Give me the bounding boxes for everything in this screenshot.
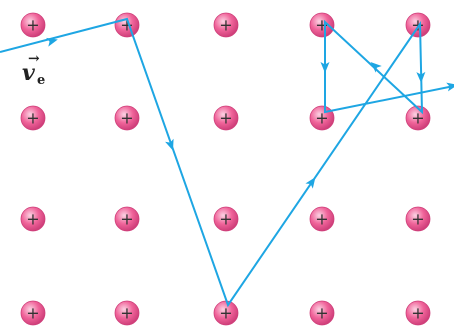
ion-plus-sign: +: [315, 304, 328, 323]
ion-plus-sign: +: [219, 210, 232, 229]
velocity-subscript: e: [37, 73, 45, 88]
positive-ion-icon: +: [406, 207, 430, 231]
electron-path: [0, 19, 454, 305]
ion-plus-sign: +: [219, 304, 232, 323]
positive-ion-icon: +: [21, 207, 45, 231]
electron-trajectory-line: [0, 19, 454, 305]
positive-ion-icon: +: [406, 301, 430, 325]
ion-lattice: ++++++++++++++++++++: [21, 13, 430, 325]
positive-ion-icon: +: [310, 207, 334, 231]
positive-ion-icon: +: [214, 106, 238, 130]
arrowhead-icon: [165, 139, 177, 152]
ion-plus-sign: +: [219, 16, 232, 35]
direction-arrows: [46, 35, 454, 189]
positive-ion-icon: +: [214, 301, 238, 325]
ion-plus-sign: +: [26, 16, 39, 35]
positive-ion-icon: +: [310, 13, 334, 37]
positive-ion-icon: +: [214, 207, 238, 231]
ion-plus-sign: +: [120, 109, 133, 128]
arrowhead-icon: [368, 59, 382, 73]
ion-plus-sign: +: [120, 210, 133, 229]
arrowhead-icon: [446, 80, 454, 91]
positive-ion-icon: +: [115, 207, 139, 231]
velocity-symbol: v: [22, 60, 35, 86]
positive-ion-icon: +: [115, 106, 139, 130]
ion-plus-sign: +: [26, 304, 39, 323]
ion-plus-sign: +: [315, 16, 328, 35]
ion-plus-sign: +: [411, 210, 424, 229]
positive-ion-icon: +: [406, 13, 430, 37]
positive-ion-icon: +: [310, 301, 334, 325]
ion-plus-sign: +: [219, 109, 232, 128]
ion-plus-sign: +: [411, 304, 424, 323]
positive-ion-icon: +: [21, 106, 45, 130]
ion-plus-sign: +: [120, 304, 133, 323]
positive-ion-icon: +: [214, 13, 238, 37]
positive-ion-icon: +: [115, 301, 139, 325]
ion-plus-sign: +: [26, 109, 39, 128]
ion-plus-sign: +: [26, 210, 39, 229]
ion-plus-sign: +: [315, 210, 328, 229]
electron-velocity-label: → v e: [22, 51, 45, 88]
positive-ion-icon: +: [21, 301, 45, 325]
ion-plus-sign: +: [411, 16, 424, 35]
positive-ion-icon: +: [115, 13, 139, 37]
positive-ion-icon: +: [21, 13, 45, 37]
arrowhead-icon: [305, 175, 319, 189]
positive-ion-icon: +: [310, 106, 334, 130]
